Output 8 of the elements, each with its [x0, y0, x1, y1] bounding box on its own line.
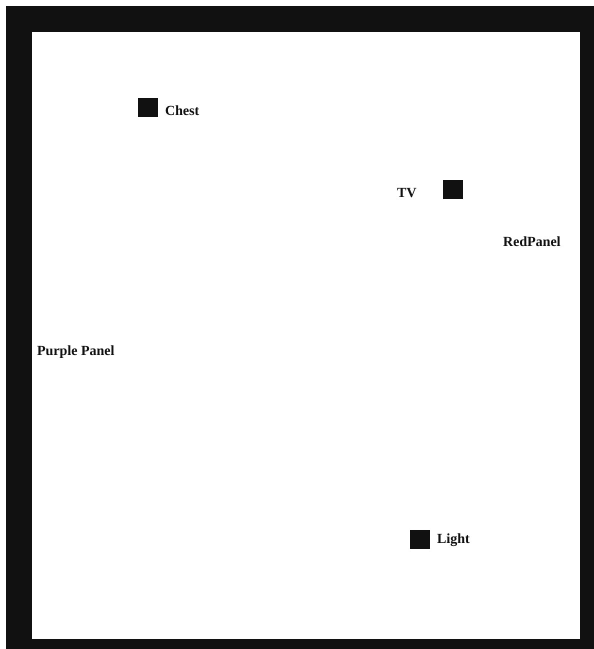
wall-label: RedPanel [503, 235, 561, 251]
item-label: TV [397, 186, 416, 202]
item-label: Light [437, 532, 470, 548]
item-label: Chest [165, 104, 200, 120]
marker-square [443, 180, 463, 199]
marker-square [138, 98, 158, 117]
wall-label: Purple Panel [37, 344, 114, 360]
marker-square [410, 530, 430, 549]
